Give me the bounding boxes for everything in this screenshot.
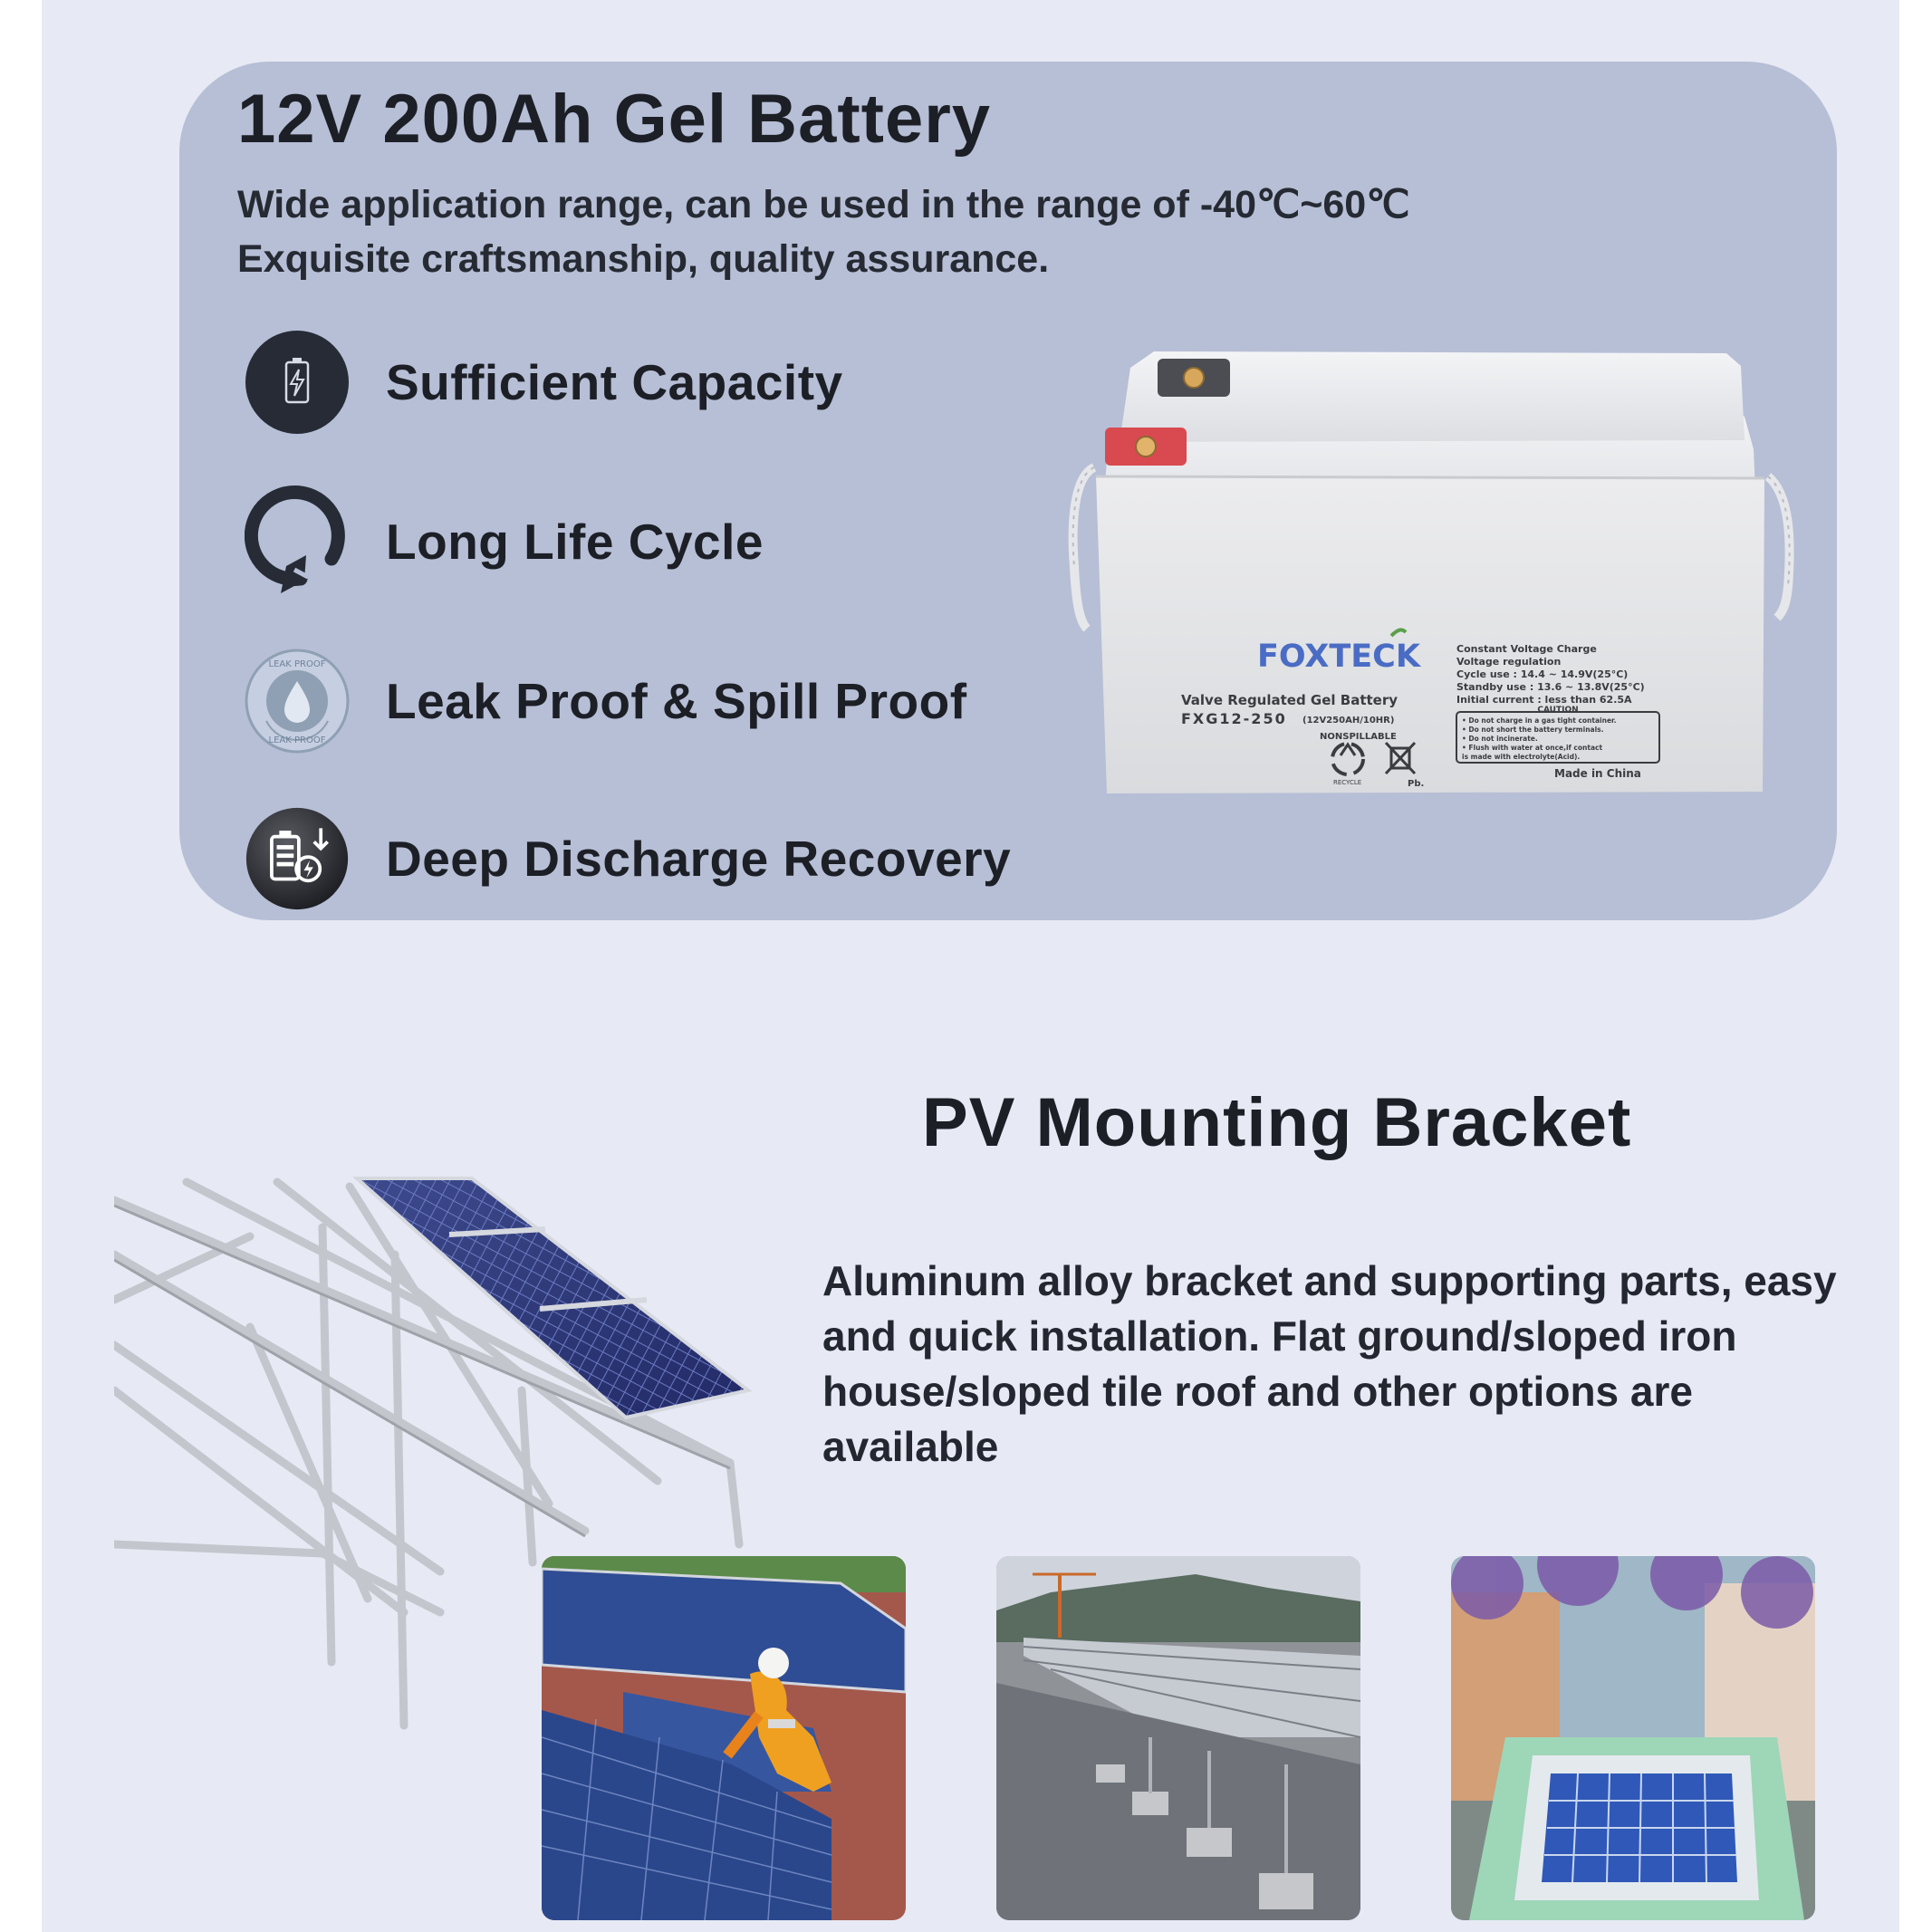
battery-type: Valve Regulated Gel Battery [1181,692,1398,708]
spec-line: Initial current : less than 62.5A [1456,694,1632,706]
ground-mount-array-photo [996,1556,1360,1920]
caution-block: • Do not charge in a gas tight container… [1462,716,1617,761]
battery-discharge-icon [245,806,350,911]
feature-long-life-cycle: Long Life Cycle [245,485,764,596]
caution-line: is made with electrolyte(Acid). [1462,753,1580,761]
caution-title: CAUTION [1537,706,1578,715]
small-panel-street-photo [1451,1556,1815,1920]
spec-line: Voltage regulation [1456,656,1561,668]
leak-proof-badge-icon: LEAK PROOF LEAK PROOF [245,649,350,754]
battery-brand: FOXTECK [1257,639,1422,675]
feature-sufficient-capacity: Sufficient Capacity [245,328,843,437]
spec-line: Cycle use : 14.4 ~ 14.9V(25°C) [1456,668,1628,680]
feature-deep-discharge: Deep Discharge Recovery [245,804,1011,913]
battery-model: FXG12-250 [1181,710,1287,727]
battery-pb: Pb. [1408,779,1424,789]
gel-battery-card: 12V 200Ah Gel Battery Wide application r… [179,62,1837,920]
svg-text:LEAK PROOF: LEAK PROOF [269,659,326,669]
battery-charge-icon [245,330,350,435]
page-background: 12V 200Ah Gel Battery Wide application r… [42,0,1899,1932]
feature-label: Long Life Cycle [386,514,764,570]
made-in: Made in China [1554,767,1641,780]
caution-line: • Do not short the battery terminals. [1462,726,1604,734]
battery-rating: (12V250AH/10HR) [1302,716,1394,726]
gel-battery-product-image: FOXTECK Valve Regulated Gel Battery FXG1… [1065,341,1795,803]
feature-label: Sufficient Capacity [386,354,843,410]
gel-battery-subtitle: Wide application range, can be used in t… [237,178,1410,286]
spec-line: Standby use : 13.6 ~ 13.8V(25°C) [1456,681,1645,693]
caution-line: • Do not charge in a gas tight container… [1462,716,1617,725]
battery-spec-block: Constant Voltage Charge Voltage regulati… [1456,643,1645,706]
pv-bracket-title: PV Mounting Bracket [922,1084,1632,1161]
feature-leak-proof: LEAK PROOF LEAK PROOF Leak Proof & Spill… [245,647,967,755]
subtitle-line-1: Wide application range, can be used in t… [237,183,1410,226]
pv-bracket-description: Aluminum alloy bracket and supporting pa… [822,1257,1837,1470]
battery-nonspillable: NONSPILLABLE [1320,732,1397,742]
svg-text:LEAK PROOF: LEAK PROOF [269,735,326,745]
battery-recycle-text: RECYCLE [1333,779,1361,786]
worker-on-roof-photo [542,1556,906,1920]
subtitle-line-2: Exquisite craftsmanship, quality assuran… [237,237,1050,281]
recycle-icon [1331,742,1365,776]
cycle-arrow-icon [245,485,350,594]
caution-line: • Flush with water at once,if contact [1462,744,1602,752]
feature-label: Leak Proof & Spill Proof [386,673,967,729]
feature-label: Deep Discharge Recovery [386,831,1012,887]
gel-battery-title: 12V 200Ah Gel Battery [237,81,992,158]
bracket-structure-image [110,1164,830,1744]
spec-line: Constant Voltage Charge [1456,643,1597,655]
crossed-bin-icon [1384,741,1417,775]
caution-line: • Do not incinerate. [1462,735,1538,743]
